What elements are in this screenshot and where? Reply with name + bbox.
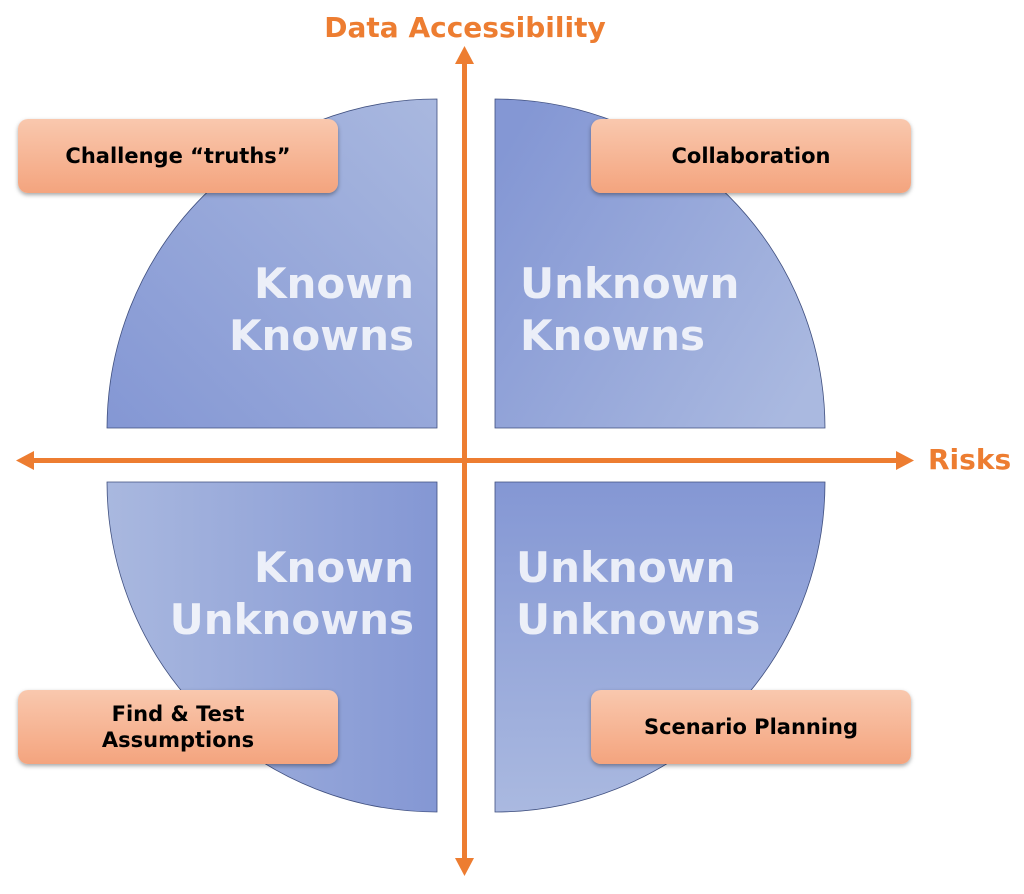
quadrant-label-line: Known <box>253 259 414 308</box>
quadrant-label-known-unknowns: Known Unknowns <box>110 542 414 646</box>
quadrant-label-line: Unknown <box>516 543 736 592</box>
quadrant-label-line: Known <box>253 543 414 592</box>
horizontal-axis-arrow <box>16 451 914 470</box>
action-box-challenge-truths: Challenge “truths” <box>18 119 338 193</box>
quadrant-label-unknown-knowns: Unknown Knowns <box>520 258 820 362</box>
quadrant-label-line: Knowns <box>228 311 414 360</box>
action-box-collaboration: Collaboration <box>591 119 911 193</box>
quadrant-label-line: Unknowns <box>516 595 761 644</box>
horizontal-axis-label: Risks <box>928 443 1012 476</box>
quadrant-label-unknown-unknowns: Unknown Unknowns <box>516 542 816 646</box>
quadrant-shape-known-knowns <box>106 98 438 429</box>
quadrant-shape-unknown-knowns <box>494 98 826 429</box>
quadrant-label-line: Knowns <box>520 311 706 360</box>
quadrant-label-known-knowns: Known Knowns <box>120 258 414 362</box>
quadrant-label-line: Unknown <box>520 259 740 308</box>
action-box-scenario-planning: Scenario Planning <box>591 690 911 764</box>
vertical-axis-label: Data Accessibility <box>324 11 606 44</box>
quadrant-label-line: Unknowns <box>169 595 414 644</box>
action-box-find-test-assumptions: Find & Test Assumptions <box>18 690 338 764</box>
